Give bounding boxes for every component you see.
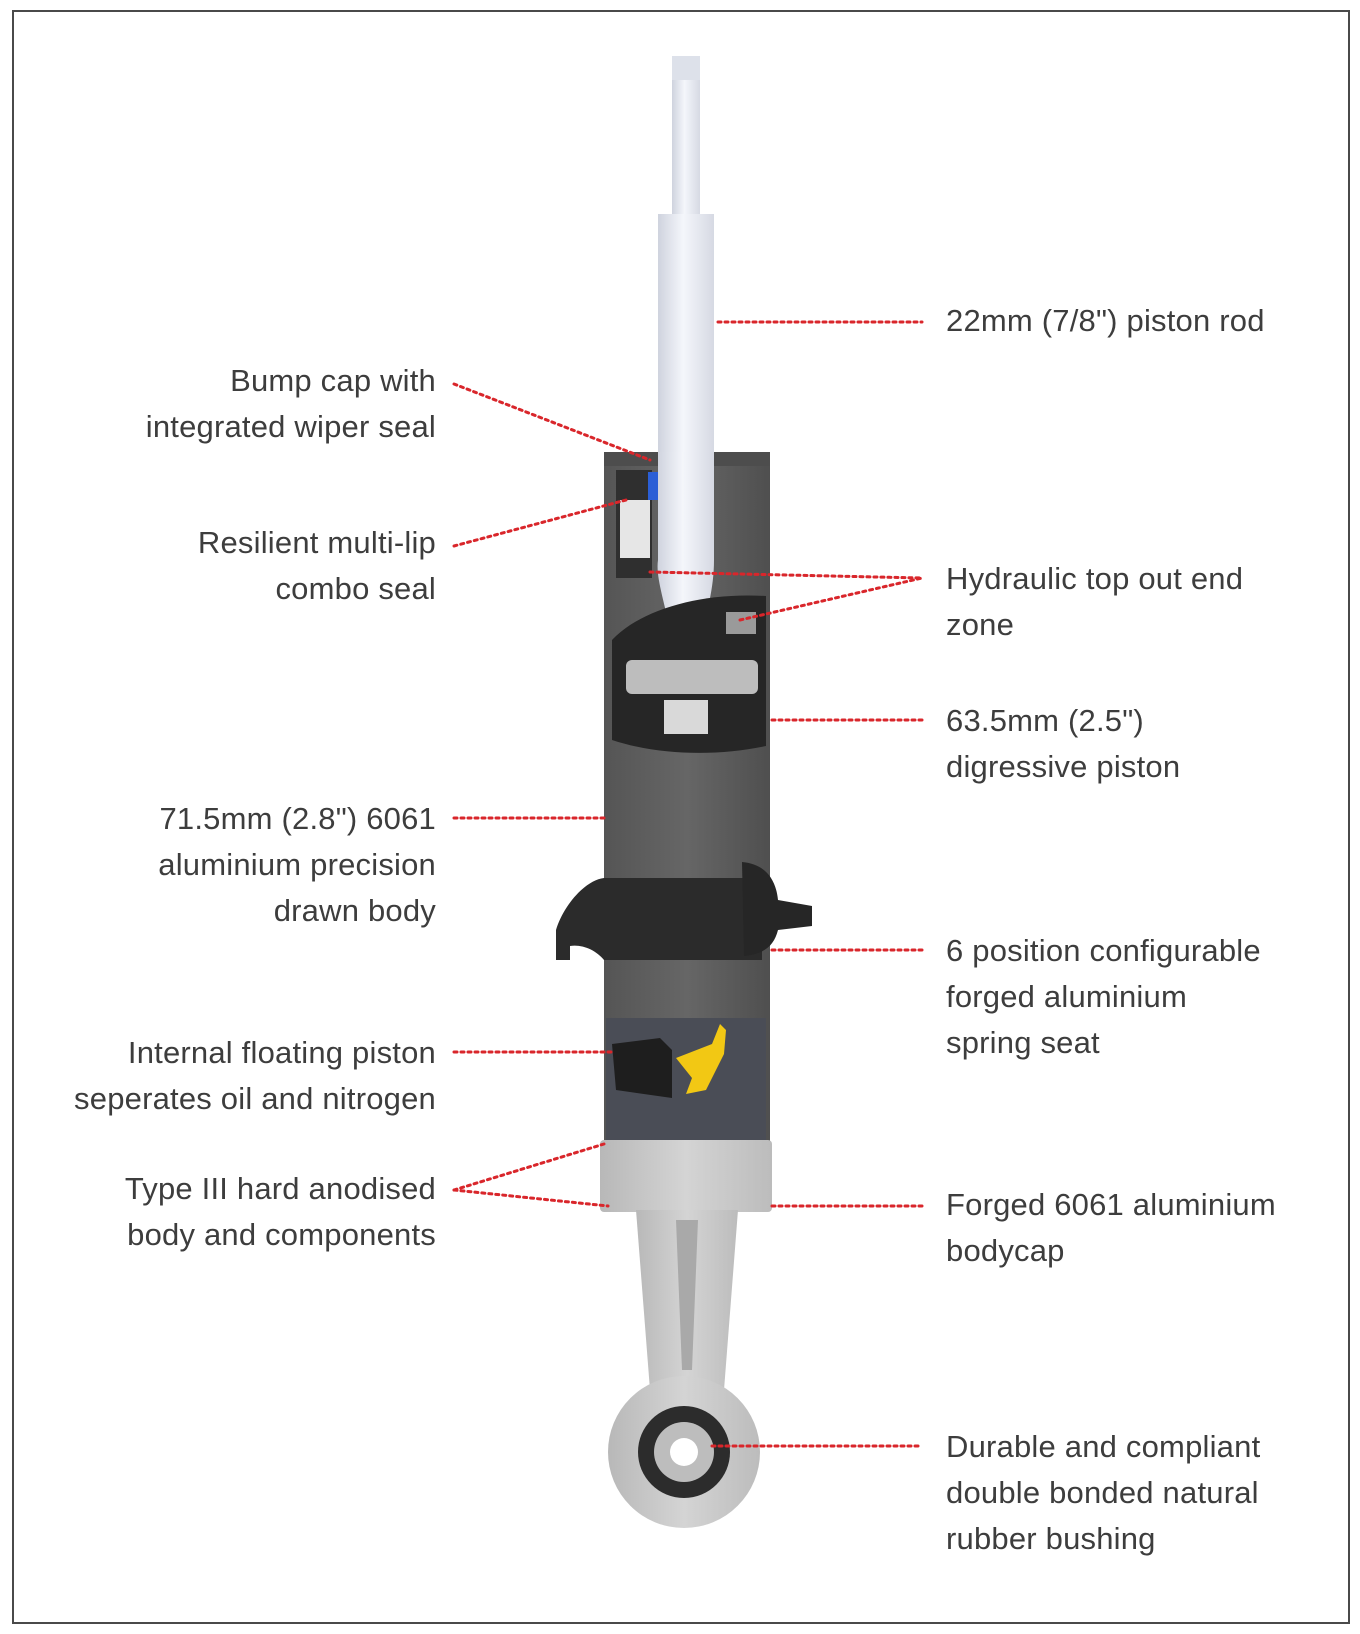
callout-bump-cap: Bump cap with integrated wiper seal [146, 358, 436, 450]
callout-combo-seal-line2: combo seal [275, 571, 436, 606]
callout-anodised-line1: Type III hard anodised [124, 1171, 436, 1206]
leader-anodised-b [452, 1188, 610, 1208]
callout-spring-seat: 6 position configurable forged aluminium… [946, 928, 1261, 1066]
callout-body-line1: 71.5mm (2.8") 6061 [159, 801, 436, 836]
eyelet-arm-shadow [676, 1220, 698, 1370]
spring-seat [556, 878, 762, 960]
callout-piston: 63.5mm (2.5") digressive piston [946, 698, 1180, 790]
callout-bodycap-line1: Forged 6061 aluminium [946, 1187, 1276, 1222]
callout-bushing-line3: rubber bushing [946, 1521, 1156, 1556]
callout-top-out: Hydraulic top out end zone [946, 556, 1243, 648]
callout-spring-seat-line1: 6 position configurable [946, 933, 1261, 968]
piston-nut [664, 700, 708, 734]
callout-bump-cap-line1: Bump cap with [230, 363, 436, 398]
callout-top-out-line2: zone [946, 607, 1015, 642]
leader-combo-seal [452, 498, 628, 548]
callout-bodycap-line2: bodycap [946, 1233, 1065, 1268]
logo-bird [676, 1024, 726, 1094]
top-out-ring [726, 612, 756, 634]
leader-top-out-a [648, 570, 924, 580]
callout-spring-seat-line3: spring seat [946, 1025, 1100, 1060]
callout-bushing: Durable and compliant double bonded natu… [946, 1424, 1260, 1562]
callout-piston-rod-line1: 22mm (7/8") piston rod [946, 303, 1265, 338]
bodycap [600, 1140, 772, 1212]
leader-anodised-a [452, 1142, 606, 1192]
bushing-bore [670, 1438, 698, 1466]
combo-seal [620, 500, 650, 558]
floating-piston [612, 1038, 672, 1098]
callout-piston-rod: 22mm (7/8") piston rod [946, 298, 1265, 344]
piston-rod-tip [672, 56, 700, 80]
callout-body-line3: drawn body [273, 893, 436, 928]
callout-combo-seal-line1: Resilient multi-lip [197, 525, 436, 560]
callout-top-out-line1: Hydraulic top out end [946, 561, 1244, 596]
digressive-piston [626, 660, 758, 694]
piston-rod [658, 214, 714, 458]
callout-piston-line1: 63.5mm (2.5") [946, 703, 1144, 738]
spring-seat-knob [742, 862, 812, 956]
callout-bump-cap-line2: integrated wiper seal [145, 409, 436, 444]
callout-spring-seat-line2: forged aluminium [946, 979, 1187, 1014]
callout-body-line2: aluminium precision [158, 847, 436, 882]
callout-combo-seal: Resilient multi-lip combo seal [198, 520, 436, 612]
rod-inside-body [657, 452, 714, 735]
callout-anodised-line2: body and components [127, 1217, 436, 1252]
callout-anodised: Type III hard anodised body and componen… [125, 1166, 436, 1258]
wiper-seal [648, 472, 658, 500]
callout-bushing-line2: double bonded natural [946, 1475, 1259, 1510]
callout-floating-piston-line2: seperates oil and nitrogen [74, 1081, 436, 1116]
callout-body: 71.5mm (2.8") 6061 aluminium precision d… [158, 796, 436, 934]
callout-piston-line2: digressive piston [946, 749, 1181, 784]
callout-floating-piston-line1: Internal floating piston [127, 1035, 436, 1070]
callout-floating-piston: Internal floating piston seperates oil a… [74, 1030, 436, 1122]
leader-top-out-b [738, 576, 924, 622]
callout-bodycap: Forged 6061 aluminium bodycap [946, 1182, 1276, 1274]
piston-rod-upper [672, 56, 700, 216]
leader-bump-cap [452, 382, 652, 462]
callout-bushing-line1: Durable and compliant [946, 1429, 1261, 1464]
